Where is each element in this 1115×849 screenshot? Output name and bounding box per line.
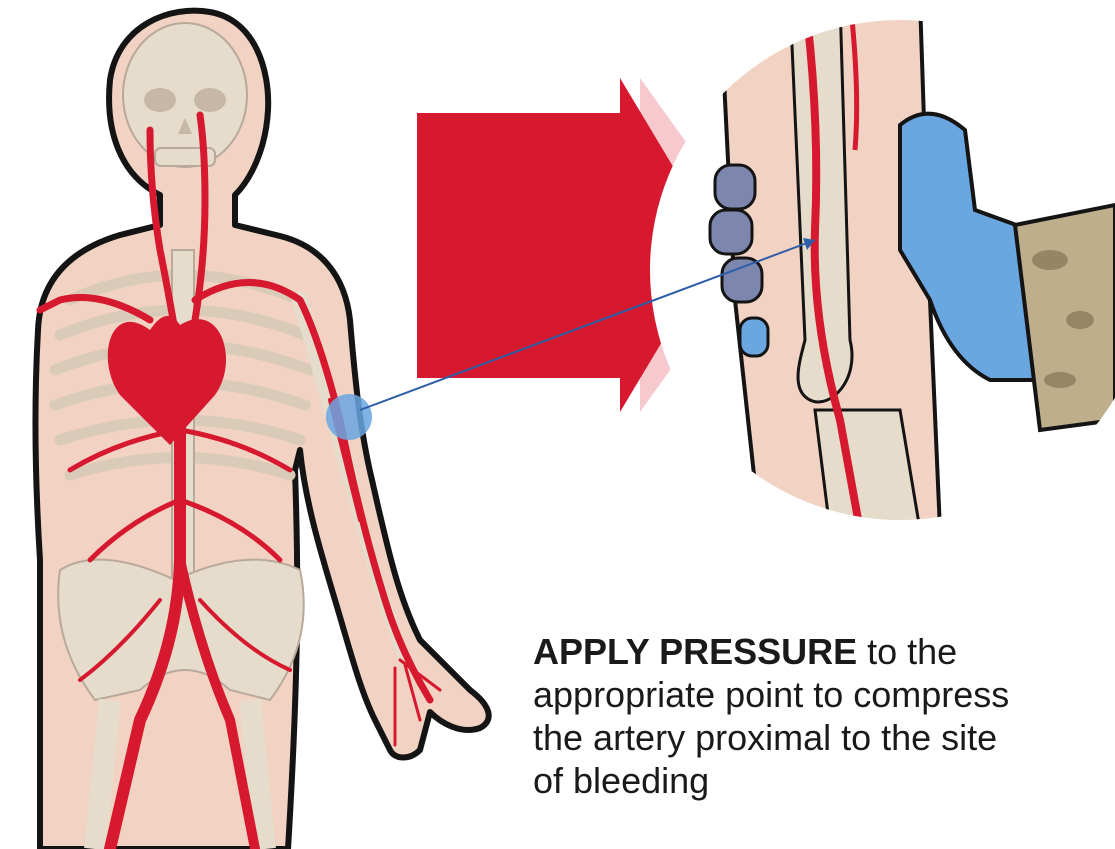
instruction-line2: appropriate point to compress bbox=[533, 674, 1009, 715]
zoomed-forearm-bone bbox=[815, 410, 920, 530]
instruction-bold: APPLY PRESSURE bbox=[533, 631, 857, 672]
femur-left bbox=[95, 700, 110, 849]
pressure-point-marker-icon bbox=[326, 394, 372, 440]
zoom-circle bbox=[640, 0, 1115, 530]
instruction-line3: the artery proximal to the site bbox=[533, 717, 997, 758]
skull bbox=[123, 23, 247, 167]
instruction-line1-rest: to the bbox=[857, 631, 957, 672]
instruction-line4: of bleeding bbox=[533, 760, 709, 801]
